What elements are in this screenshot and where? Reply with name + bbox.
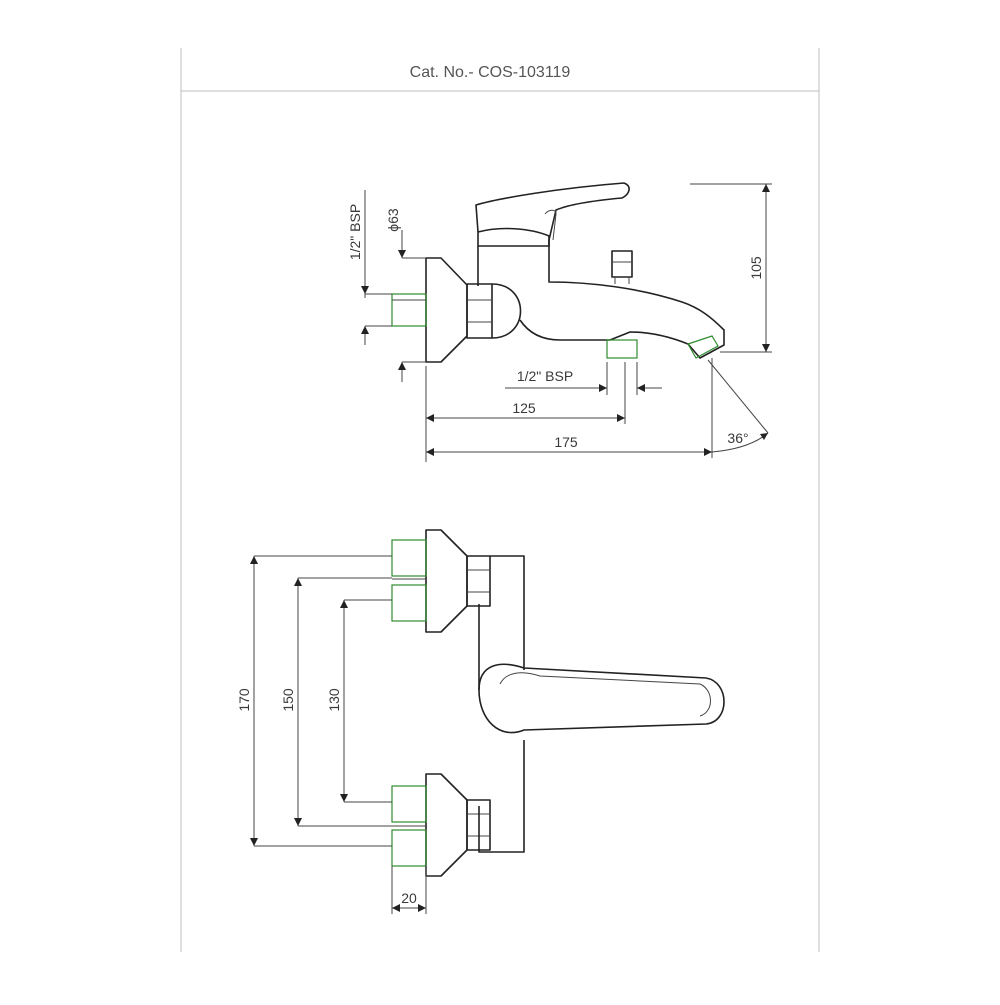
dim-130-label: 130 xyxy=(326,688,342,712)
lower-inlet-cold xyxy=(391,829,427,867)
thread-label-left: 1/2" BSP xyxy=(347,204,363,260)
dim-angle xyxy=(707,359,769,453)
dim-150 xyxy=(294,577,392,827)
dim-150-label: 150 xyxy=(280,688,296,712)
dim-105-label: 105 xyxy=(748,256,764,280)
lever-detail xyxy=(544,209,557,241)
mixer-bar xyxy=(478,555,525,853)
lower-flange xyxy=(425,773,468,877)
thread-label-bottom: 1/2" BSP xyxy=(517,368,573,384)
cartridge-base xyxy=(477,227,550,247)
dim-170-label: 170 xyxy=(236,688,252,712)
side-cap xyxy=(491,283,522,339)
lower-nut xyxy=(466,799,491,851)
aerator xyxy=(687,335,719,359)
dim-thread-bottom xyxy=(505,362,662,395)
front-lever xyxy=(478,663,725,734)
wall-flange xyxy=(425,257,468,363)
dim-diameter xyxy=(398,230,426,382)
side-inlet-pipe xyxy=(391,293,427,327)
hex-nut xyxy=(466,283,493,339)
angle-label: 36° xyxy=(727,430,748,446)
side-view: 1/2" BSP ϕ63 1/2" BSP xyxy=(347,182,772,462)
dim-105 xyxy=(690,183,772,353)
dim-175 xyxy=(426,358,713,458)
front-lever-inner xyxy=(499,672,711,717)
lower-inlet-hot xyxy=(391,785,427,823)
dim-thread-left xyxy=(361,190,392,345)
shower-outlet xyxy=(606,339,638,359)
dim-170 xyxy=(250,555,392,847)
dim-175-label: 175 xyxy=(554,434,578,450)
dim-125-label: 125 xyxy=(512,400,536,416)
catalog-number: Cat. No.- COS-103119 xyxy=(410,64,571,81)
diameter-label: ϕ63 xyxy=(385,208,401,232)
diverter-knob xyxy=(611,250,633,278)
upper-nut xyxy=(466,555,491,607)
dim-20 xyxy=(391,866,427,914)
dim-125 xyxy=(425,362,626,462)
upper-inlet-cold xyxy=(391,584,427,622)
dim-130 xyxy=(340,599,392,803)
lever-handle xyxy=(475,182,630,241)
upper-flange xyxy=(425,529,468,633)
dim-20-label: 20 xyxy=(401,890,417,906)
mixer-body xyxy=(477,240,725,359)
front-view: 170 150 130 20 xyxy=(236,529,725,914)
sheet-frame xyxy=(180,48,820,952)
upper-inlet-hot xyxy=(391,539,427,577)
